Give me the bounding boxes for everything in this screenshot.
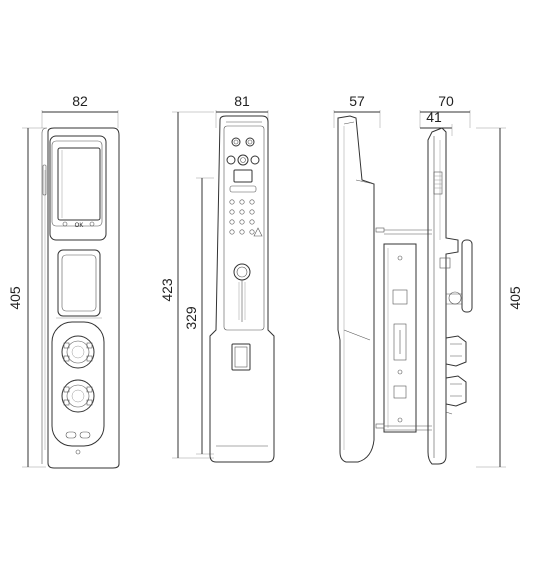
- keypad-key: [239, 219, 245, 225]
- keypad-key: [249, 199, 255, 205]
- display-screen: [57, 147, 101, 221]
- front-height-label: 405: [7, 286, 23, 310]
- back-inner-height-label: 329: [183, 306, 199, 330]
- doorbell-icon: [253, 227, 263, 237]
- front-width-label: 82: [72, 93, 88, 109]
- profile-height-dimension: 405: [476, 127, 523, 468]
- profile-height-label: 405: [507, 286, 523, 310]
- front-indicator-row: OK: [62, 221, 95, 229]
- back-total-height-label: 423: [159, 278, 175, 302]
- handle-recess: [57, 249, 101, 317]
- thumb-turn-knob-upper: [61, 335, 95, 369]
- profile-inner-dimension: 41: [420, 109, 453, 136]
- keypad-key: [239, 229, 245, 235]
- keypad-key: [249, 219, 255, 225]
- thumb-turn-knob-lower: [61, 379, 95, 413]
- keypad-key: [229, 199, 235, 205]
- front-width-dimension: 82: [41, 93, 119, 128]
- side-depth-dimension: 57: [333, 93, 381, 128]
- side-view: 57: [333, 93, 432, 463]
- profile-view: 70 41 405: [419, 93, 523, 468]
- keypad-key: [229, 209, 235, 215]
- keypad: [229, 199, 263, 237]
- front-height-dimension: 405: [7, 127, 46, 468]
- back-width-label: 81: [234, 93, 250, 109]
- fingerprint-reader: [233, 263, 251, 322]
- back-body-outline: [209, 115, 275, 463]
- back-view: 81 423 329: [159, 93, 275, 463]
- back-width-dimension: 81: [215, 93, 269, 128]
- back-sensor-cluster: [226, 137, 260, 166]
- keypad-key: [249, 229, 255, 235]
- mounting-screws-side: [375, 227, 432, 431]
- back-keyhole: [231, 343, 251, 371]
- front-view: 82 405 OK: [7, 93, 120, 469]
- back-total-height-dimension: 423: [159, 111, 214, 459]
- profile-depth-dimension: 70: [419, 93, 471, 128]
- screen-frame: [49, 135, 107, 241]
- keypad-key: [239, 199, 245, 205]
- profile-depth-label: 70: [438, 93, 454, 109]
- back-status-screen: [233, 169, 253, 183]
- profile-inner-label: 41: [426, 109, 442, 125]
- back-inner-height-dimension: 329: [183, 177, 214, 455]
- front-body-outline: [47, 127, 120, 469]
- profile-knobs: [445, 335, 467, 407]
- side-body-outline: [337, 115, 375, 463]
- side-depth-label: 57: [349, 93, 365, 109]
- front-bottom-buttons: [65, 431, 91, 455]
- profile-body-outline: [427, 127, 459, 465]
- keypad-key: [249, 209, 255, 215]
- keypad-key: [229, 219, 235, 225]
- lower-panel: [51, 321, 105, 447]
- screen-ok-label: OK: [75, 223, 84, 229]
- keypad-key: [229, 229, 235, 235]
- profile-ribbed-grip: [433, 171, 443, 195]
- mortise-lock-plate: [383, 243, 417, 433]
- keypad-key: [239, 209, 245, 215]
- profile-handle: [439, 239, 473, 313]
